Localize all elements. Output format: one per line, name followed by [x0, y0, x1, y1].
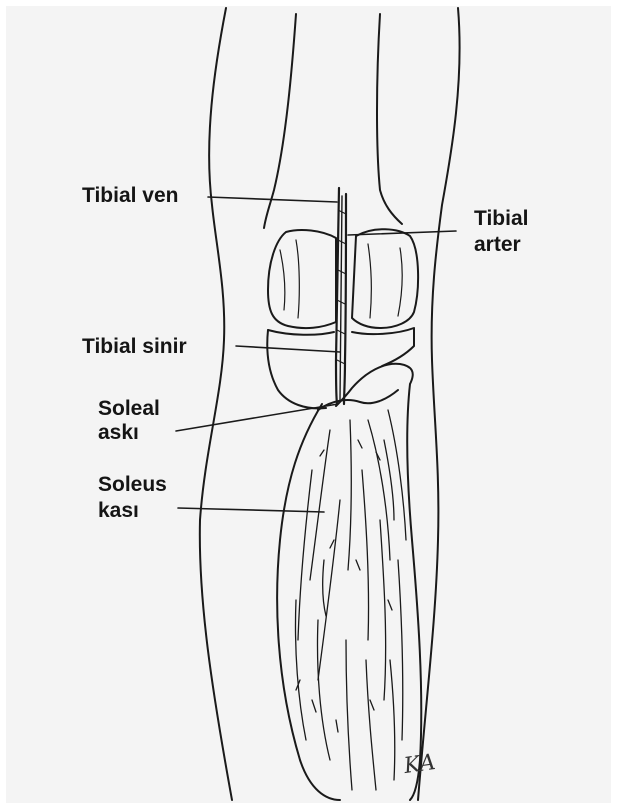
tibial-nerve-vessel: [340, 196, 342, 400]
condyle-shading-left: [280, 240, 299, 318]
lateral-condyle: [352, 229, 418, 328]
label-soleus-muscle-line1: Soleus: [98, 474, 167, 496]
tibial-vein-vessel: [336, 188, 339, 404]
label-tibial-nerve: Tibial sinir: [82, 336, 187, 358]
medial-condyle: [268, 230, 336, 328]
tibia-head-outline: [267, 330, 326, 408]
label-tibial-artery-line2: arter: [474, 234, 521, 256]
label-soleal-sling-line2: askı: [98, 422, 139, 444]
leg-outline-left: [200, 8, 232, 800]
leg-outline-right: [418, 8, 460, 800]
muscle-striations: [295, 410, 406, 790]
thigh-inner-line-right: [377, 14, 402, 224]
label-soleal-sling-line1: Soleal: [98, 398, 160, 420]
soleal-sling-arc: [318, 390, 398, 410]
tibial-artery-vessel: [344, 194, 346, 404]
leader-tibial-sinir: [236, 346, 340, 352]
label-tibial-artery-line1: Tibial: [474, 208, 528, 230]
condyle-shading-right: [368, 244, 402, 318]
artist-signature: KA: [402, 750, 437, 779]
thigh-inner-line-left: [264, 14, 296, 228]
label-soleus-muscle-line2: kası: [98, 500, 139, 522]
label-tibial-vein: Tibial ven: [82, 185, 178, 207]
